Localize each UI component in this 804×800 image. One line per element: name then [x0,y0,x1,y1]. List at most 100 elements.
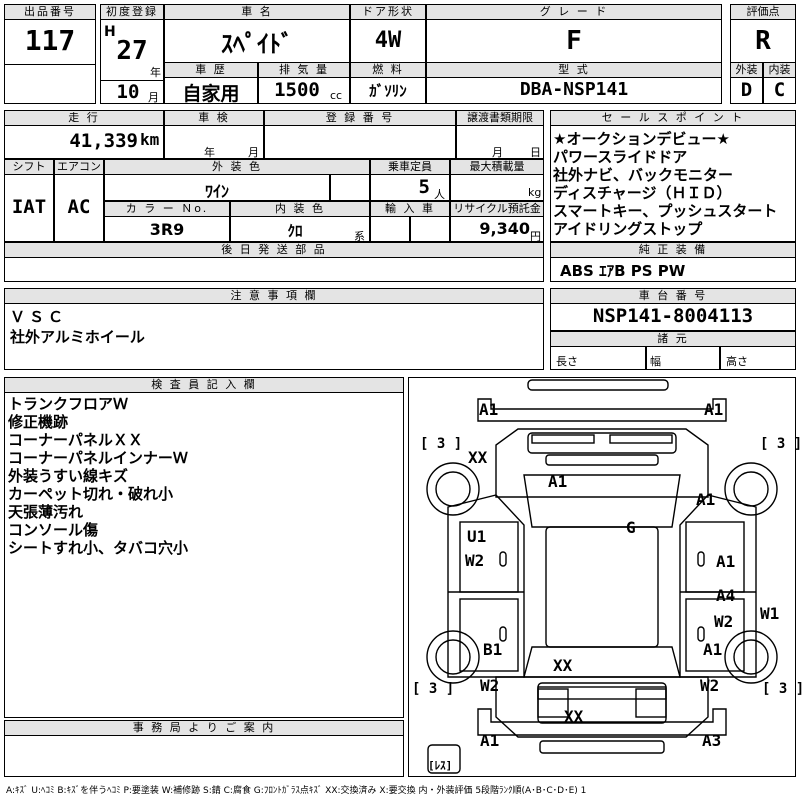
sales-points-header: セ ー ル ス ポ イ ン ト [550,110,796,126]
inspector-cell [4,392,404,718]
month-cell [100,80,164,104]
type-cell [426,77,722,104]
inspection-month-unit: 月 [248,146,259,159]
inspection-year-unit: 年 [204,146,215,159]
interior-color-header: 内 装 色 [230,201,370,217]
grade-value: F [566,26,582,56]
capacity-value: 5 [418,176,430,198]
displacement-unit: cc [330,89,343,102]
inspector-line: カーペット切れ・破れ小 [8,485,174,503]
month-unit: 月 [148,91,159,104]
equipment-list: ABS ｴｱB PS PW [560,262,686,280]
tire-mark-rear-right: [ 3 ] [762,681,804,697]
damage-door-fl-repair: W2 [465,551,485,570]
registration-year: 27 [116,36,148,66]
damage-door-rr: A4 [716,586,736,605]
later-parts-header: 後 日 発 送 部 品 [4,242,544,258]
inspection-cell [164,125,264,159]
exterior-header: 外装 [730,62,763,78]
length-label: 長さ [556,355,578,368]
fuel-cell [350,77,426,104]
inspector-line: 外装うすい線キズ [8,467,129,485]
import-header: 輸 入 車 [370,201,450,217]
era-mark: H [104,24,116,40]
inspector-line: コーナーパネルＸＸ [8,431,143,449]
later-parts-cell [4,257,544,282]
sales-point: スマートキー、プッシュスタート [553,202,778,220]
damage-door-fl: U1 [467,527,487,546]
recycle-header: リサイクル預託金 [450,201,544,217]
inspector-line: 天張薄汚れ [8,503,84,521]
inspection-header: 車 検 [164,110,264,126]
interior-cell [763,77,796,104]
shift-cell [4,174,54,242]
notes-cell [4,303,544,370]
damage-hood: A1 [548,472,568,491]
capacity-unit: 人 [434,188,445,201]
model-header: 車 名 [164,4,350,20]
aircon-value: AC [67,196,91,218]
dimensions-header: 諸 元 [550,331,796,347]
fuel-type: ｶﾞｿﾘﾝ [369,82,407,100]
inspector-line: 修正機跡 [8,413,69,431]
interior-color-unit: 系 [354,230,365,243]
transfer-deadline-header: 譲渡書類期限 [456,110,544,126]
displacement-value: 1500 [274,79,320,101]
car-outline-svg [426,379,778,774]
damage-roof: G [626,518,636,537]
overall-score: R [755,26,771,56]
sales-point: パワースライドドア [553,148,688,166]
interior-header: 内装 [763,62,796,78]
damage-front-left: A1 [479,400,499,419]
sales-point: 社外ナビ、バックモニター [553,166,734,184]
first-registration-header: 初度登録 [100,4,164,20]
door-header: ドア形状 [350,4,426,20]
spare-tire-mark: [ﾚｽ] [428,759,453,772]
tire-mark-front-right: [ 3 ] [760,436,803,452]
vehicle-history: 自家用 [182,83,240,105]
model-name: ｽﾍﾟｲﾄﾞ [221,30,293,58]
inspector-line: シートすれ小、タバコ穴小 [8,539,189,557]
exterior-color-header: 外 装 色 [104,159,370,175]
mileage-header: 走 行 [4,110,164,126]
interior-color-cell [230,216,370,242]
displacement-cell [258,77,350,104]
damage-quarter-right-repair: W2 [700,676,720,695]
transfer-day-unit: 日 [530,146,541,159]
color-number-header: カ ラ ー Ｎo. [104,201,230,217]
equipment-header: 純 正 装 備 [550,242,796,258]
door-type: 4W [374,28,402,53]
sales-points-cell [550,125,796,242]
lot-number-header: 出品番号 [4,4,96,20]
damage-quarter-right: A1 [703,640,723,659]
transfer-deadline-cell [456,125,544,159]
shift-header: シフト [4,159,54,175]
recycle-unit: 円 [530,230,541,243]
damage-fender-right: A1 [696,490,716,509]
damage-door-fr: A1 [716,552,736,571]
interior-color: ｸﾛ [287,222,303,240]
damage-rear-right: A3 [702,731,722,750]
color-number-cell [104,216,230,242]
tire-mark-front-left: [ 3 ] [420,436,463,452]
sales-point: ディスチャージ（ＨＩＤ） [553,184,732,202]
notes-header: 注 意 事 項 欄 [4,288,544,304]
sales-point: アイドリングストップ [553,220,703,238]
damage-quarter-left: B1 [483,640,503,659]
height-label: 高さ [726,355,748,368]
damage-rear-bumper: XX [564,707,584,726]
max-load-cell [450,174,544,201]
score-header: 評価点 [730,4,796,20]
capacity-cell [370,174,450,201]
damage-fender-left: XX [468,448,488,467]
vehicle-diagram [408,377,796,777]
year-unit: 年 [150,66,161,79]
inspector-line: コンソール傷 [8,521,99,539]
fuel-header: 燃 料 [350,62,426,78]
note-line: ＶＳＣ [10,308,68,326]
registration-number-header: 登 録 番 号 [264,110,456,126]
damage-door-rr-repair: W2 [714,612,734,631]
damage-trunk: XX [553,656,573,675]
length-cell [550,346,646,370]
damage-quarter-left-repair: W2 [480,676,500,695]
